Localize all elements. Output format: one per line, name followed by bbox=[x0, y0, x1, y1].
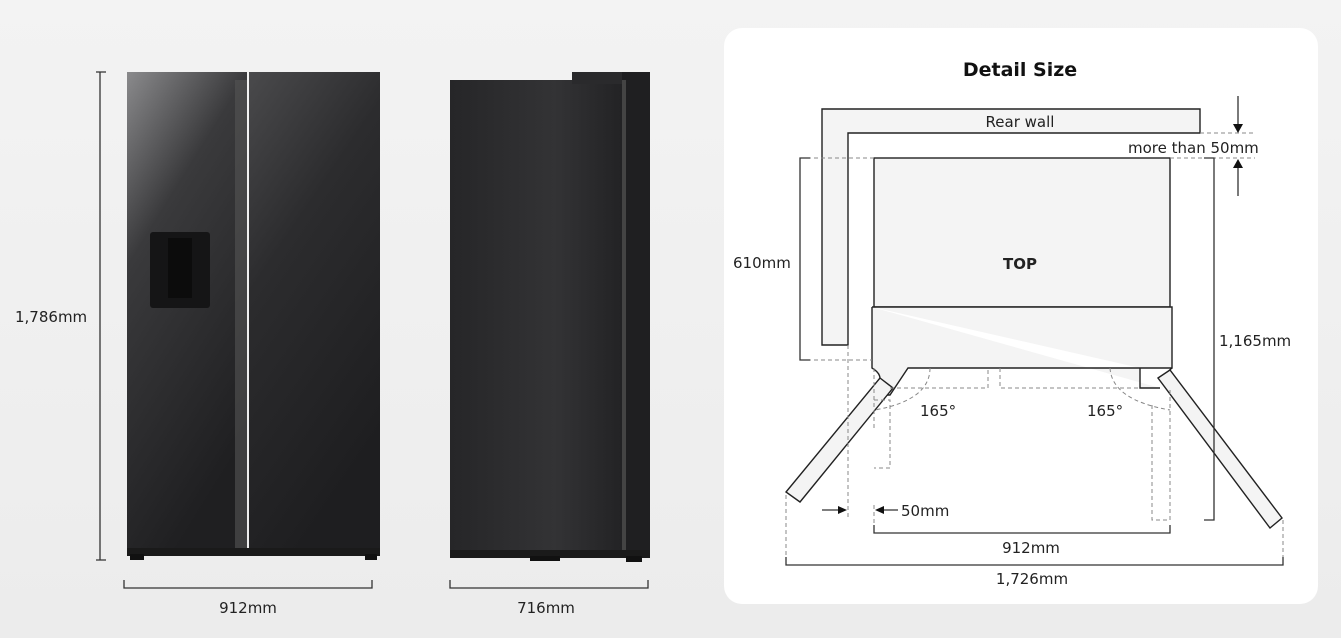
fridge-side-view bbox=[450, 72, 650, 562]
right-angle-label: 165° bbox=[1087, 402, 1123, 420]
front-width-label: 912mm bbox=[219, 599, 277, 617]
rear-clearance-label: more than 50mm bbox=[1128, 139, 1259, 157]
height-label: 1,786mm bbox=[15, 308, 87, 326]
left-angle-label: 165° bbox=[920, 402, 956, 420]
front-width-dimension bbox=[123, 580, 373, 589]
right-door-open bbox=[1156, 369, 1283, 530]
detail-title: Detail Size bbox=[963, 59, 1077, 81]
open-width-label: 1,726mm bbox=[996, 570, 1068, 588]
width-912-label: 912mm bbox=[1002, 539, 1060, 557]
top-label: TOP bbox=[1003, 255, 1037, 273]
rear-wall-label: Rear wall bbox=[986, 113, 1055, 131]
fridge-front-view bbox=[127, 72, 380, 560]
width-912-bracket bbox=[873, 525, 1171, 534]
depth-label: 716mm bbox=[517, 599, 575, 617]
left-door-open bbox=[784, 377, 894, 503]
depth-610-label: 610mm bbox=[733, 254, 791, 272]
depth-610-bracket bbox=[799, 157, 810, 361]
fridge-top-outline bbox=[873, 157, 1171, 308]
depth-1165-label: 1,165mm bbox=[1219, 332, 1291, 350]
depth-dimension bbox=[449, 580, 649, 589]
open-width-bracket bbox=[785, 557, 1284, 566]
height-dimension bbox=[96, 71, 106, 561]
depth-1165-bracket bbox=[1204, 157, 1215, 521]
rear-wall bbox=[821, 108, 1201, 346]
side-clearance-label: 50mm bbox=[901, 502, 949, 520]
